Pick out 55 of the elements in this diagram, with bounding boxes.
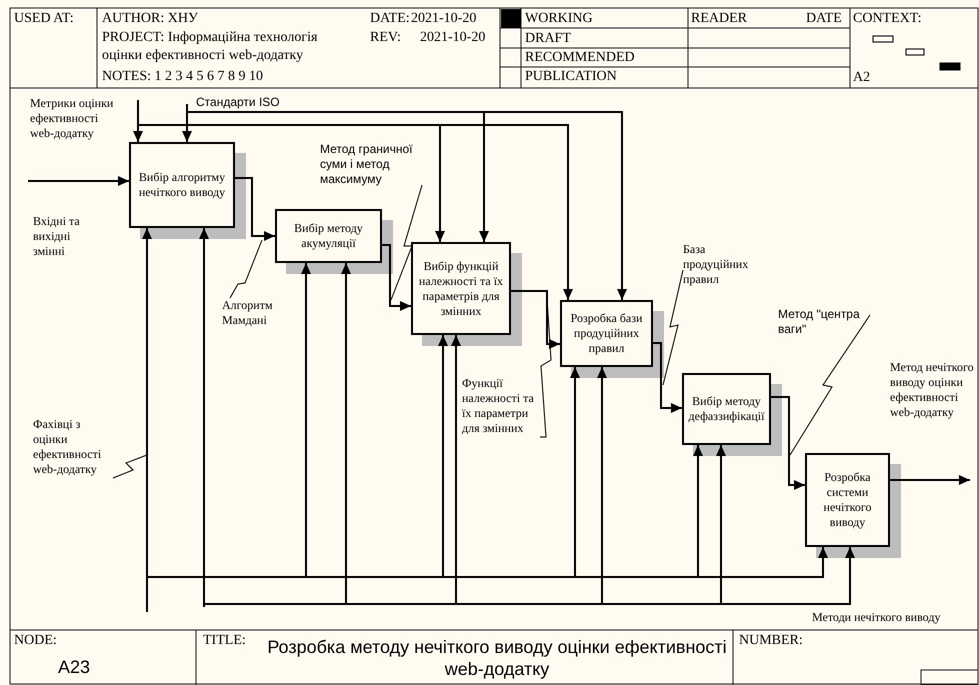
arrow-label: Метрики оцінки ефективності web-додатку (30, 96, 114, 141)
arrow (203, 547, 855, 608)
form-field-label: DATE: (370, 10, 410, 28)
diagram-title: Розробка методу нечіткого виводу оцінки ефективності web-додатку (266, 636, 728, 680)
arrow (511, 290, 560, 349)
status-label: WORKING (525, 10, 593, 28)
form-field-label: NODE: (14, 632, 57, 650)
arrow (235, 177, 275, 241)
arrow-label: Метод нечіткого виводу оцінки ефективності web-додатку (890, 360, 975, 420)
arrow-label: Алгоритм Мамдані (222, 298, 284, 328)
arrow (771, 396, 805, 490)
activity-label: Вибір алгоритму нечіткого виводу (138, 170, 226, 200)
arrow-label: Фахівці з оцінки ефективності web-додатку (33, 417, 113, 477)
form-field-label: REV: (370, 29, 401, 47)
arrow (137, 100, 573, 300)
status-label: DRAFT (525, 30, 571, 48)
activity-label: Розробка системи нечіткого виводу (822, 470, 872, 530)
activity-label: Вибір методу дефаззифікації (688, 394, 766, 424)
arrow (28, 176, 129, 186)
project-name: PROJECT: Інформаційна технологія оцінки ефективності web-додатку (102, 29, 318, 65)
arrow-label: Метод "центра ваги" (778, 307, 870, 337)
arrow-label: Функції належності та їх параметри для змінних (462, 376, 540, 436)
date-value: 2021-10-20 (420, 29, 486, 47)
arrow (653, 342, 682, 413)
arrow-label: Методи нечіткого виводу (812, 610, 940, 625)
arrow-label: База продуційних правил (683, 242, 755, 287)
arrow (146, 547, 828, 612)
date-value: 2021-10-20 (411, 10, 476, 28)
status-label: PUBLICATION (525, 68, 617, 86)
form-field-label: DATE (806, 10, 842, 28)
context-node-number: A2 (853, 69, 870, 87)
form-field-label: READER (691, 10, 747, 28)
form-field-label: NUMBER: (739, 632, 803, 650)
form-field-label: CONTEXT: (853, 10, 922, 28)
leader-line (790, 314, 870, 456)
leader-line (390, 184, 422, 300)
form-field-label: TITLE: (203, 632, 246, 650)
activity-label: Вибір функцій належності та їх параметрів для змінних (418, 258, 504, 318)
leader-line (540, 298, 552, 438)
node-number: A23 (58, 658, 90, 676)
activity-label: Розробка бази продуційних правил (570, 311, 644, 356)
arrow (186, 104, 627, 300)
form-field-label: USED AT: (14, 10, 74, 28)
form-field-label: AUTHOR: ХНУ (102, 10, 198, 28)
leader-line (112, 454, 148, 478)
leader-line (230, 240, 262, 298)
arrow (382, 244, 411, 311)
notes-list: NOTES: 1 2 3 4 5 6 7 8 9 10 (102, 68, 263, 86)
activity-label: Вибір методу акумуляції (293, 221, 364, 251)
status-label: RECOMMENDED (525, 49, 635, 67)
leader-line (662, 270, 684, 386)
arrow-label: Метод граничної суми і метод максимуму (320, 142, 422, 187)
arrow (890, 475, 970, 485)
arrow-label: Вхідні та вихідні змінні (33, 214, 81, 259)
arrow-label: Стандарти ISO (196, 95, 280, 110)
